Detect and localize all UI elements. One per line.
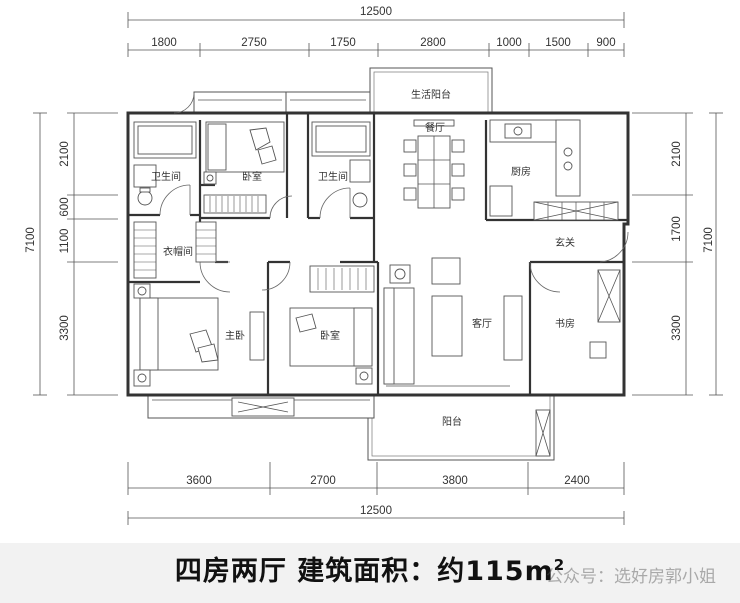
caption-bar — [0, 543, 740, 603]
label-living-room: 客厅 — [472, 317, 492, 330]
watermark: 公众号：选好房郭小姐 — [546, 567, 716, 587]
room-labels: 生活阳台 餐厅 卫生间 卧室 卫生间 厨房 衣帽间 玄关 主卧 卧室 客厅 书房… — [151, 88, 575, 428]
bottom-dimension-lines: 3600 2700 3800 2400 12500 — [127, 462, 625, 525]
master-bed — [133, 283, 265, 387]
dim-top-4: 2800 — [420, 37, 446, 49]
dim-left-2: 600 — [59, 197, 71, 216]
dim-right-2: 1700 — [671, 216, 683, 242]
dim-bottom-1: 3600 — [186, 475, 212, 487]
cloakroom-fixtures — [133, 221, 217, 279]
dim-left-total: 7100 — [25, 227, 37, 253]
label-study: 书房 — [555, 317, 575, 330]
interior-walls — [128, 113, 628, 395]
label-cloakroom: 衣帽间 — [163, 245, 193, 258]
dim-left-4: 3300 — [59, 315, 71, 341]
label-bathroom-mid: 卫生间 — [318, 170, 348, 183]
dim-top-5: 1000 — [496, 37, 522, 49]
dim-right-3: 3300 — [671, 315, 683, 341]
dim-top-6: 1500 — [545, 37, 571, 49]
right-dimension-lines: 2100 1700 3300 7100 — [632, 112, 723, 396]
dim-bottom-3: 3800 — [442, 475, 468, 487]
bedroom-bay-window — [193, 91, 371, 115]
caption-superscript: 2 — [553, 556, 566, 574]
label-kitchen: 厨房 — [511, 165, 531, 178]
label-bathroom-left: 卫生间 — [151, 170, 181, 183]
label-laundry-balcony: 生活阳台 — [411, 88, 451, 101]
living-room-furniture — [383, 257, 523, 387]
left-bath-fixtures — [133, 121, 197, 206]
top-bedroom-furniture — [203, 121, 285, 214]
dim-bottom-4: 2400 — [564, 475, 590, 487]
caption: 四房两厅 建筑面积：约115m2 — [0, 549, 740, 588]
dining-table — [403, 119, 465, 209]
dim-bottom-2: 2700 — [310, 475, 336, 487]
dim-bottom-total: 12500 — [360, 505, 392, 517]
dim-top-3: 1750 — [330, 37, 356, 49]
mid-bath-fixtures — [311, 121, 371, 208]
label-entrance: 玄关 — [555, 236, 575, 249]
dim-top-1: 1800 — [151, 37, 177, 49]
dim-top-7: 900 — [596, 37, 615, 49]
label-dining: 餐厅 — [425, 121, 445, 134]
label-bedroom-bottom: 卧室 — [320, 329, 340, 342]
balcony-cabinet — [535, 409, 551, 457]
dim-right-1: 2100 — [671, 141, 683, 167]
floor-plan: 12500 1800 2750 1750 2800 1000 1500 900 … — [25, 6, 723, 525]
study-furniture — [589, 269, 621, 359]
bottom-bedroom-furniture — [289, 265, 375, 385]
laundry-balcony — [369, 67, 493, 115]
label-master-bedroom: 主卧 — [225, 329, 245, 342]
top-dimension-lines: 12500 1800 2750 1750 2800 1000 1500 900 — [127, 6, 625, 57]
caption-text: 四房两厅 建筑面积：约115m — [174, 556, 554, 587]
doors — [159, 92, 629, 293]
dim-top-2: 2750 — [241, 37, 267, 49]
dim-left-3: 1100 — [59, 229, 71, 254]
label-bedroom-top: 卧室 — [242, 170, 262, 183]
label-balcony: 阳台 — [442, 415, 462, 428]
dim-right-total: 7100 — [703, 227, 715, 253]
left-dimension-lines: 7100 2100 600 1100 3300 — [25, 112, 118, 396]
dim-top-total: 12500 — [360, 6, 392, 18]
kitchen-fixtures — [489, 119, 619, 221]
bottom-balcony — [367, 389, 555, 461]
dim-left-1: 2100 — [59, 141, 71, 167]
